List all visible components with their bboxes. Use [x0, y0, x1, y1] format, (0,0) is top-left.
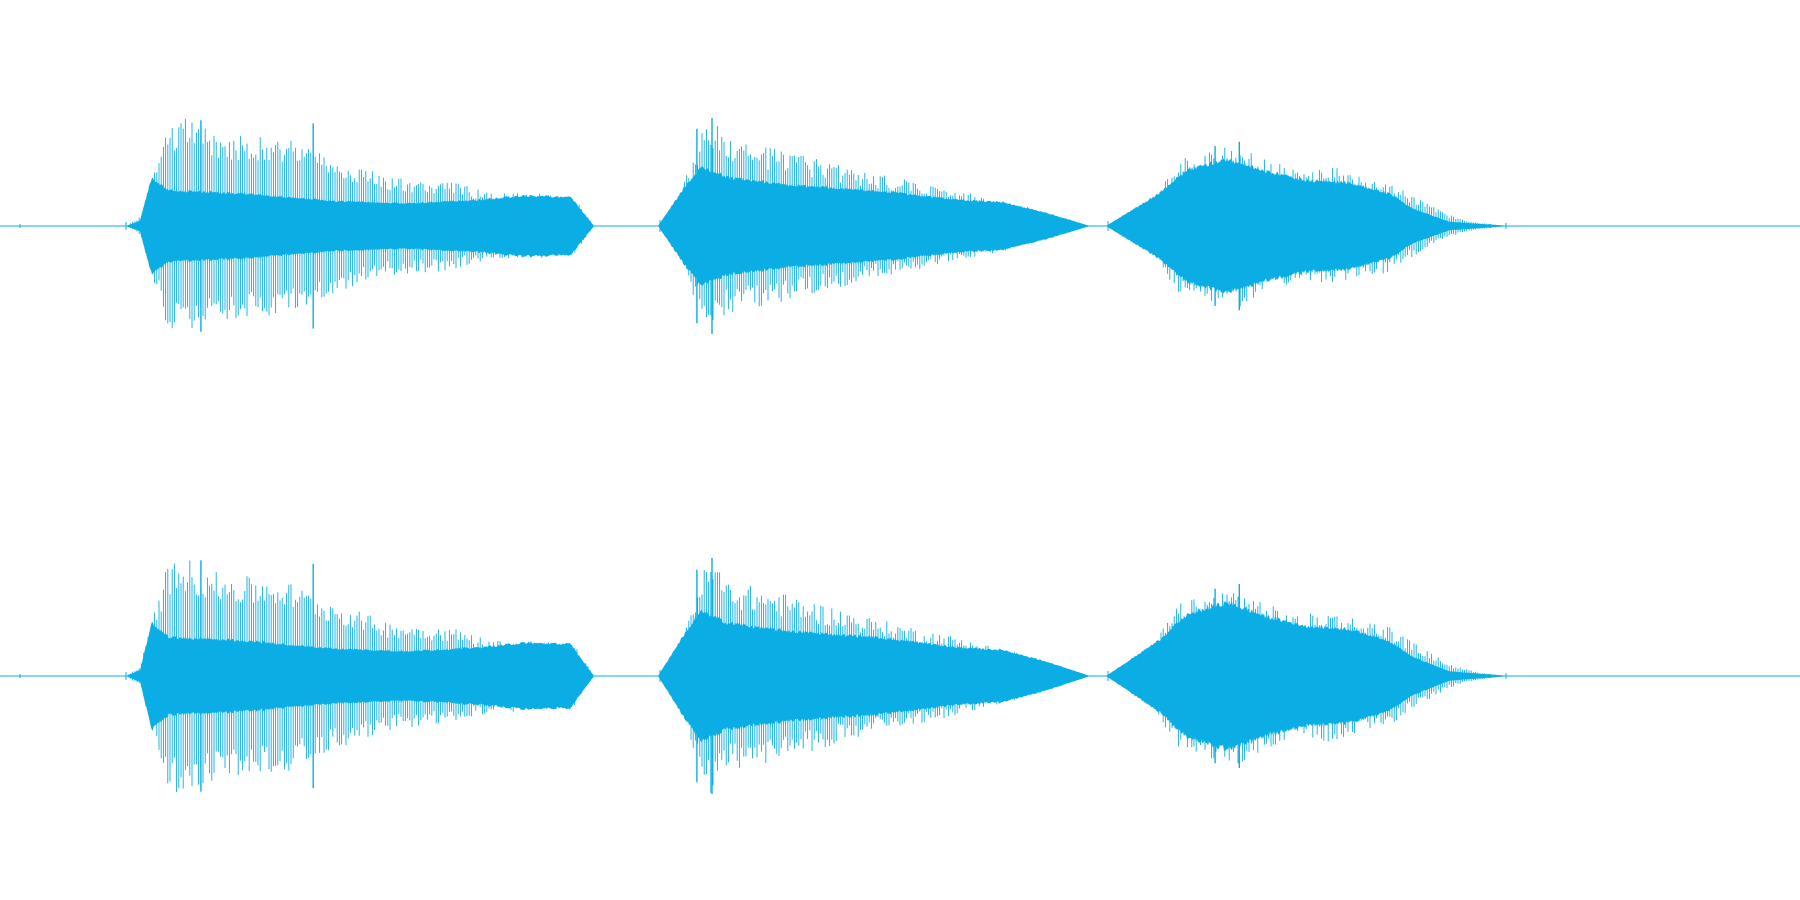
channel-bottom-waveform	[0, 558, 1800, 794]
channel-top-waveform	[0, 118, 1800, 334]
